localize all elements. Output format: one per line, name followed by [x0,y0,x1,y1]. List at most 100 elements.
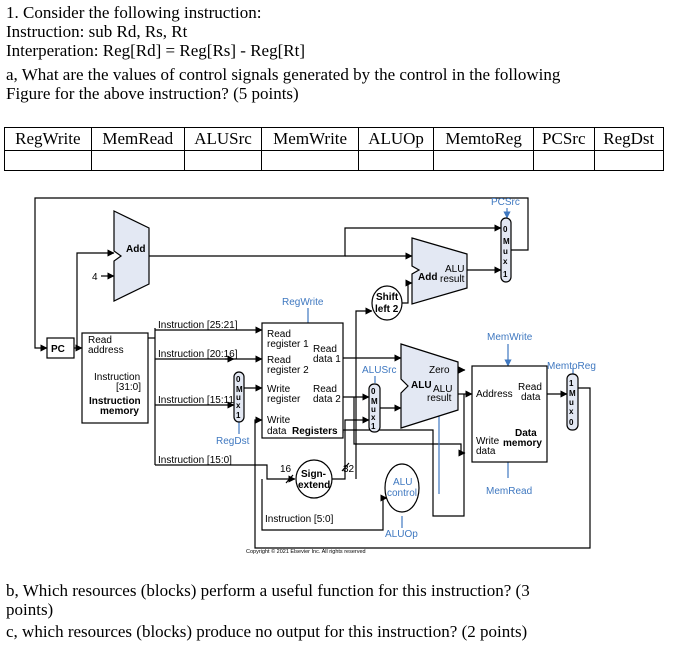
register-file [261,322,344,439]
alusrc-label: ALUSrc [362,365,396,376]
branch-adder [411,237,468,305]
pcsrc-mux [500,217,512,283]
svg-text:1: 1 [569,379,574,388]
svg-text:memory: memory [503,438,542,449]
svg-text:x: x [503,257,508,266]
svg-text:0: 0 [236,375,241,384]
pc-label: PC [51,344,65,355]
svg-text:M: M [569,389,576,398]
control-signal-table: RegWrite MemRead ALUSrc MemWrite ALUOp M… [4,127,664,171]
table-header-row: RegWrite MemRead ALUSrc MemWrite ALUOp M… [4,127,664,151]
svg-text:Read: Read [518,382,542,393]
datapath-diagram: PC Add 4 Add ALU result Shift left 2 0 M… [34,197,596,555]
answer-memtoreg[interactable] [433,150,535,171]
header-memtoreg: MemtoReg [433,127,535,151]
regwrite-label: RegWrite [282,297,324,308]
header-aluop: ALUOp [358,127,435,151]
svg-text:u: u [503,247,508,256]
svg-text:32: 32 [343,464,355,475]
answer-regwrite[interactable] [4,150,92,171]
field-5-0: Instruction [5:0] [265,514,334,525]
main-alu [400,343,459,429]
answer-regdst[interactable] [593,150,664,171]
shift-left-2 [371,285,403,321]
svg-text:u: u [371,405,376,414]
svg-text:M: M [503,237,510,246]
pc-adder [113,210,150,302]
table-answer-row[interactable] [4,150,664,171]
instruction-memory [81,332,149,424]
pc-adder-label: Add [126,244,145,255]
memwrite-label: MemWrite [487,332,533,343]
copyright-note: Copyright © 2021 Elsevier Inc. All right… [246,548,366,555]
svg-text:Address: Address [476,389,513,400]
question-line-3: Interperation: Reg[Rd] = Reg[Rs] - Reg[R… [6,41,305,60]
svg-text:Read: Read [267,329,291,340]
sign-extend [295,459,333,499]
svg-text:Registers: Registers [292,426,338,437]
svg-text:Read: Read [313,384,337,395]
shift-label-2: left 2 [375,304,399,315]
svg-text:Write: Write [476,436,500,447]
header-alusrc: ALUSrc [183,127,263,151]
svg-text:Write: Write [267,384,291,395]
aluop-label: ALUOp [385,529,418,540]
question-line-5: Figure for the above instruction? (5 poi… [6,84,299,103]
svg-text:x: x [371,413,376,422]
data-memory [471,365,548,463]
svg-text:1: 1 [236,411,241,420]
svg-text:address: address [88,345,124,356]
svg-text:Data: Data [515,428,537,439]
svg-text:1: 1 [503,270,508,279]
svg-text:register: register [267,394,301,405]
svg-text:16: 16 [280,464,292,475]
question-line-2: Instruction: sub Rd, Rs, Rt [6,22,188,41]
svg-text:M: M [236,385,243,394]
question-line-4: a, What are the values of control signal… [6,65,561,84]
svg-text:ALU: ALU [411,380,432,391]
pc-register [46,337,75,359]
branch-adder-result-label: result [440,274,465,285]
svg-text:Read: Read [267,355,291,366]
shift-label-1: Shift [376,292,399,303]
header-memwrite: MemWrite [261,127,360,151]
svg-text:result: result [427,393,452,404]
svg-text:M: M [371,397,378,406]
answer-pcsrc[interactable] [533,150,595,171]
header-pcsrc: PCSrc [533,127,595,151]
part-b-line-2: points) [6,600,54,619]
svg-text:0: 0 [569,418,574,427]
regdst-label: RegDst [216,436,250,447]
field-25-21: Instruction [25:21] [158,320,238,331]
answer-aluop[interactable] [358,150,435,171]
svg-text:Instruction: Instruction [89,396,141,407]
svg-text:Zero: Zero [429,365,450,376]
svg-text:Read: Read [313,344,337,355]
svg-text:x: x [236,401,241,410]
svg-text:extend: extend [298,480,330,491]
field-15-11: Instruction [15:11] [158,395,237,406]
memtoreg-mux [566,373,579,431]
answer-memwrite[interactable] [261,150,360,171]
svg-text:x: x [569,407,574,416]
header-memread: MemRead [90,127,185,151]
alusrc-mux [368,383,381,433]
svg-text:data: data [476,446,496,457]
answer-memread[interactable] [90,150,185,171]
svg-text:1: 1 [371,422,376,431]
svg-text:data: data [267,426,287,437]
field-15-0: Instruction [15:0] [158,455,232,466]
svg-text:data 2: data 2 [313,394,341,405]
constant-four: 4 [92,272,98,283]
svg-text:[31:0]: [31:0] [116,382,141,393]
question-line-1: 1. Consider the following instruction: [6,3,262,22]
svg-text:Instruction: Instruction [94,372,140,383]
svg-text:data 1: data 1 [313,354,341,365]
svg-text:Write: Write [267,415,291,426]
answer-alusrc[interactable] [183,150,263,171]
memtoreg-label: MemtoReg [547,361,596,372]
pcsrc-label: PCSrc [491,197,520,208]
svg-text:Read: Read [88,335,112,346]
part-c-line-1: c, which resources (blocks) produce no o… [6,622,528,641]
branch-adder-alu-label: ALU [445,264,464,275]
